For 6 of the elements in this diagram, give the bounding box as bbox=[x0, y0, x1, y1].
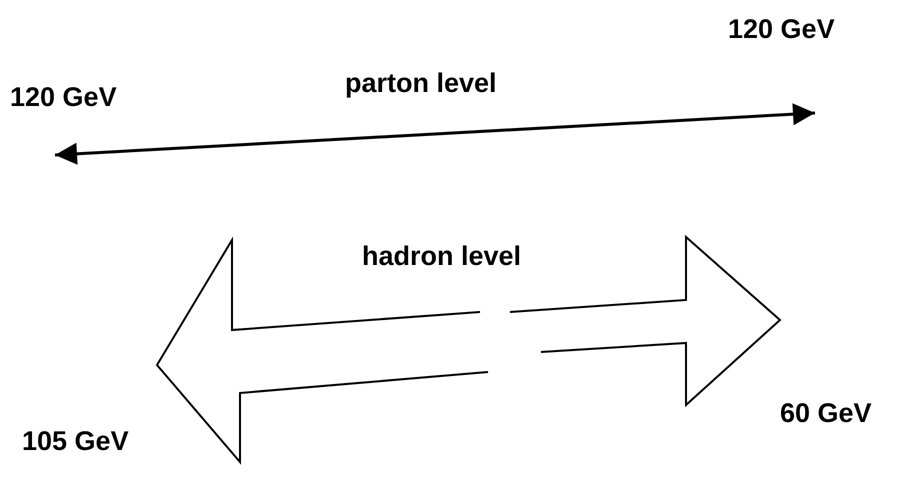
energy-label: 105 GeV bbox=[22, 428, 129, 455]
energy-label: 120 GeV bbox=[10, 84, 117, 111]
energy-label: 120 GeV bbox=[728, 16, 835, 43]
level-label: parton level bbox=[345, 70, 497, 97]
level-label: hadron level bbox=[362, 243, 522, 270]
energy-label: 60 GeV bbox=[780, 400, 872, 427]
